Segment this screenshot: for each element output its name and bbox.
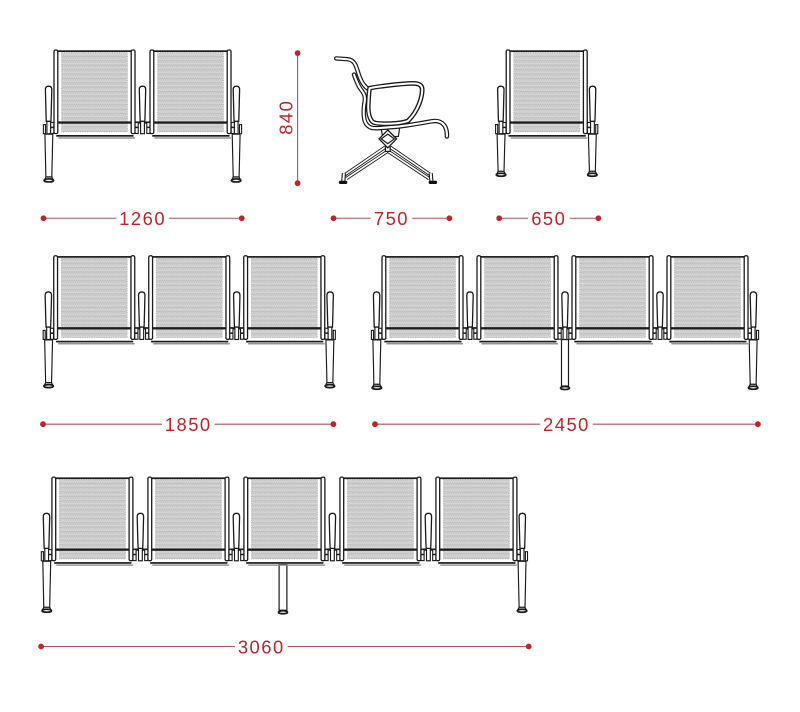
svg-text:3060: 3060 <box>238 636 285 657</box>
svg-text:840: 840 <box>276 100 297 135</box>
svg-text:1850: 1850 <box>165 414 212 435</box>
svg-text:750: 750 <box>374 208 409 229</box>
svg-text:650: 650 <box>531 208 566 229</box>
svg-text:2450: 2450 <box>543 414 590 435</box>
svg-text:1260: 1260 <box>119 208 166 229</box>
